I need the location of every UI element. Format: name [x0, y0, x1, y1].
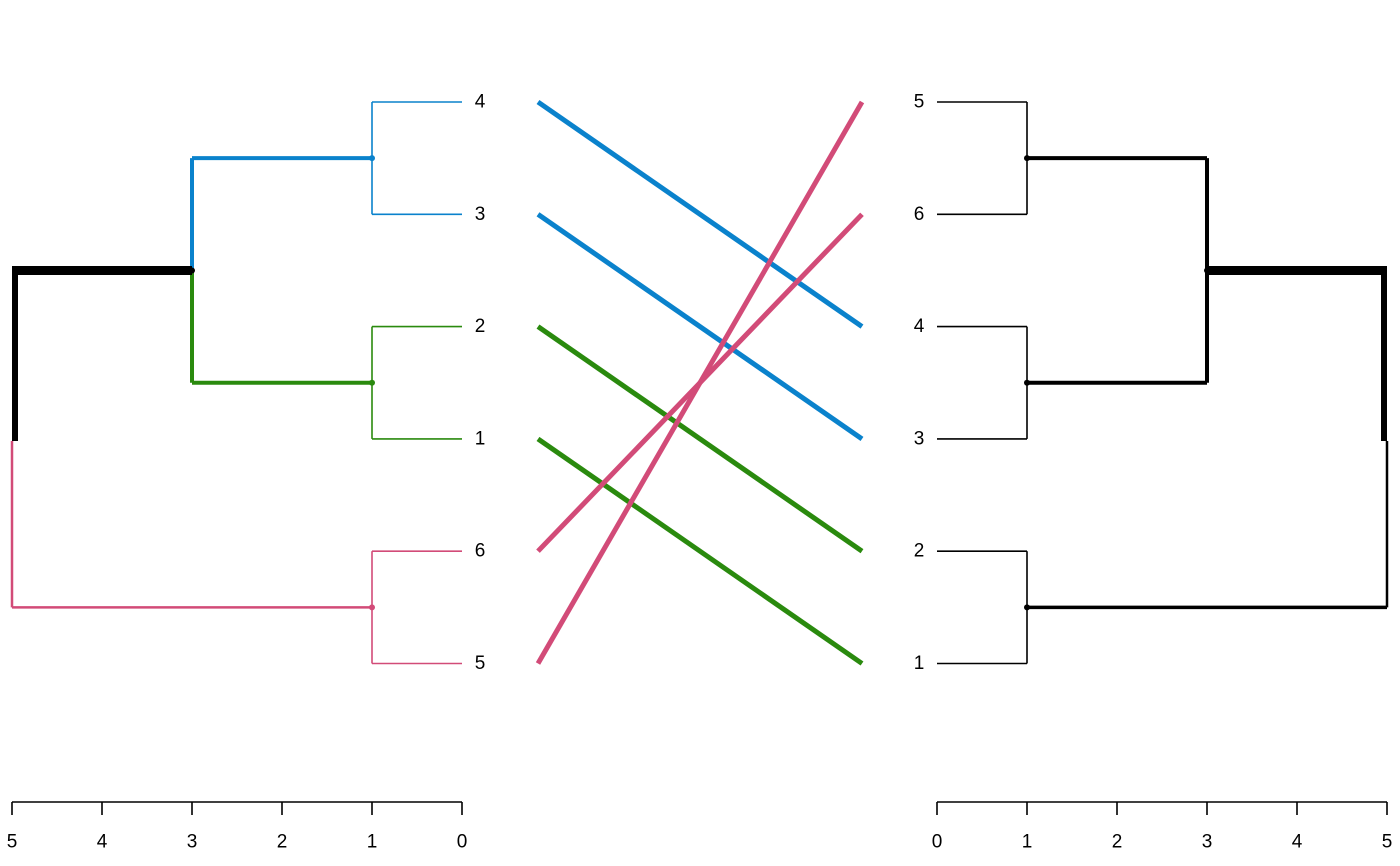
left-dendrogram: 4 3 2 1 6 5	[10, 92, 486, 674]
right-leaf-label: 3	[914, 428, 925, 449]
left-leaf-label: 2	[475, 316, 486, 337]
right-node-dot	[1024, 379, 1030, 386]
right-node-dot	[1204, 267, 1210, 274]
left-axis-tick-label: 0	[457, 832, 468, 853]
right-axis-tick-label: 3	[1202, 832, 1213, 853]
right-leaf-label: 2	[914, 541, 925, 562]
left-node-dot	[369, 379, 375, 386]
right-height-axis: 0 1 2 3 4 5	[932, 801, 1393, 853]
right-dendrogram: 5 6 4 3 2 1	[914, 92, 1389, 674]
left-node-dot	[369, 155, 375, 162]
left-leaf-label: 1	[475, 428, 486, 449]
connector-line	[536, 99, 864, 329]
right-axis-tick-label: 4	[1292, 832, 1303, 853]
right-leaf-label: 4	[914, 316, 925, 337]
connector-line	[536, 436, 864, 666]
right-axis-tick-label: 0	[932, 832, 943, 853]
right-leaf-label: 6	[914, 204, 925, 225]
left-node-dot	[189, 267, 195, 274]
connector-lines	[535, 99, 865, 666]
connector-line	[536, 324, 864, 554]
left-axis-tick-label: 4	[97, 832, 108, 853]
right-axis-tick-label: 5	[1382, 832, 1393, 853]
right-node-dot	[1024, 604, 1030, 611]
left-node-dot	[369, 604, 375, 611]
left-height-axis: 5 4 3 2 1 0	[7, 801, 468, 853]
left-leaf-label: 3	[475, 204, 486, 225]
right-leaf-label: 5	[914, 92, 925, 113]
right-axis-tick-label: 1	[1022, 832, 1033, 853]
left-axis-tick-label: 3	[187, 832, 198, 853]
right-axis-tick-label: 2	[1112, 832, 1123, 853]
left-leaf-label: 4	[475, 92, 486, 113]
left-axis-tick-label: 5	[7, 832, 18, 853]
right-leaf-label: 1	[914, 653, 925, 674]
connector-line	[536, 212, 864, 441]
left-leaf-label: 6	[475, 541, 486, 562]
left-axis-tick-label: 1	[367, 832, 378, 853]
right-node-dot	[1024, 155, 1030, 162]
left-leaf-label: 5	[475, 653, 486, 674]
left-axis-tick-label: 2	[277, 832, 288, 853]
connector-line	[535, 100, 865, 665]
